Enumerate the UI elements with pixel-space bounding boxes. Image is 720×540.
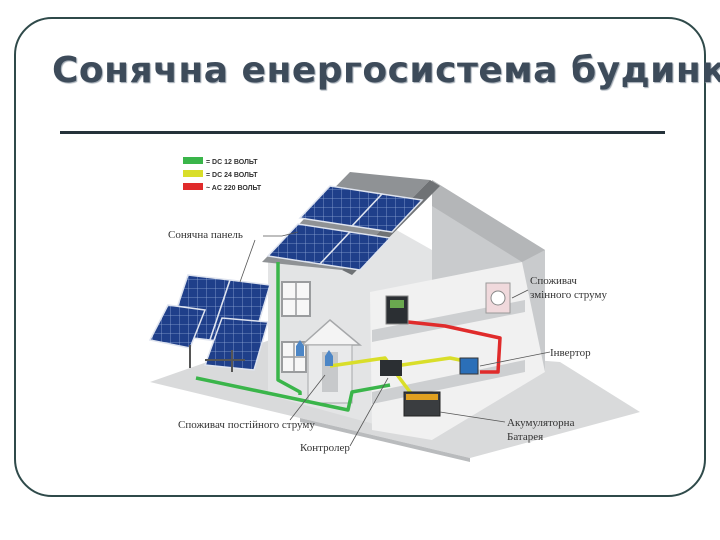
roof-panel — [350, 193, 424, 233]
ground-solar-array — [148, 274, 271, 372]
leader-dc-consumer — [289, 374, 326, 421]
label-battery-2: Батарея — [507, 431, 543, 443]
dc-lamp-icon — [296, 340, 304, 356]
title-divider — [60, 131, 665, 134]
label-dc-consumer: Споживач постійного струму — [178, 419, 315, 431]
legend-text-ac220: ~ AC 220 ВОЛЬТ — [206, 185, 262, 192]
wire-dc12-ground — [195, 376, 391, 412]
roof-solar-panels — [266, 185, 424, 271]
legend-swatch-dc12 — [183, 157, 203, 164]
inverter-box — [459, 357, 479, 375]
label-inverter: Інвертор — [550, 347, 591, 359]
wire-dc12-roof — [276, 262, 302, 395]
leader-solar-panel — [263, 231, 299, 237]
roof-panel — [318, 231, 392, 271]
legend: = DC 12 ВОЛЬТ = DC 24 ВОЛЬТ ~ AC 220 ВОЛ… — [183, 157, 262, 192]
legend-text-dc12: = DC 12 ВОЛЬТ — [206, 159, 258, 166]
label-battery: Акумуляторна — [507, 417, 575, 429]
slide-frame — [14, 17, 706, 497]
ground-panel — [148, 304, 207, 349]
legend-swatch-dc24 — [183, 170, 203, 177]
label-solar-panel: Сонячна панель — [168, 229, 243, 241]
ground-panel — [203, 317, 269, 371]
slide-title: Сонячна енергосистема будинку — [52, 50, 720, 91]
label-ac-consumer: Споживач — [530, 275, 577, 287]
leader-ac-consumer — [511, 289, 529, 299]
equipment — [296, 282, 511, 417]
leader-battery — [439, 411, 506, 423]
controller-box — [380, 360, 402, 376]
label-controller: Контролер — [300, 442, 350, 454]
wire-ac220 — [407, 320, 502, 374]
label-ac-consumer-2: змінного струму — [530, 289, 607, 301]
leader-lines — [239, 231, 551, 447]
labels: Сонячна панель Споживач змінного струму … — [168, 229, 607, 454]
legend-text-dc24: = DC 24 ВОЛЬТ — [206, 172, 258, 179]
legend-swatch-ac220 — [183, 183, 203, 190]
leader-ground-array — [239, 239, 256, 283]
leader-inverter — [479, 351, 551, 367]
dc-lamp-icon — [325, 350, 333, 366]
leader-controller — [349, 377, 389, 447]
